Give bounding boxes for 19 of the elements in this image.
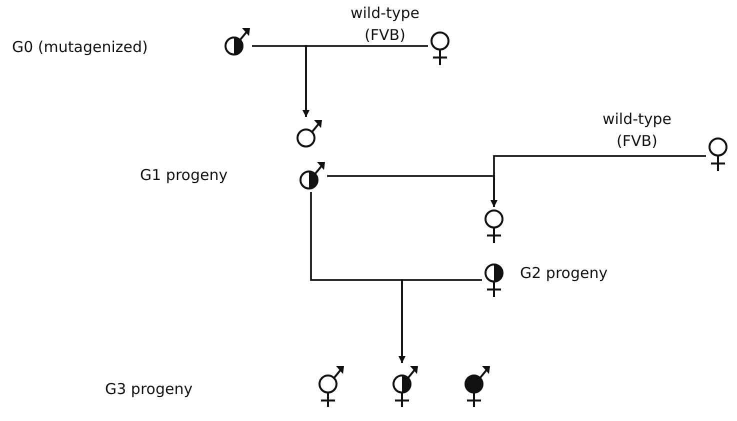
female-symbol bbox=[482, 262, 506, 298]
generation-label: G0 (mutagenized) bbox=[12, 37, 148, 58]
male-female-symbol bbox=[390, 364, 420, 408]
strain-label: wild-type (FVB) bbox=[349, 3, 421, 46]
male-symbol bbox=[297, 160, 327, 192]
female-symbol bbox=[482, 208, 506, 244]
generation-label: G3 progeny bbox=[105, 379, 193, 400]
strain-label: wild-type (FVB) bbox=[601, 109, 673, 152]
male-female-symbol bbox=[316, 364, 346, 408]
arrow bbox=[398, 279, 482, 363]
female-symbol bbox=[428, 30, 452, 66]
male-female-symbol bbox=[462, 364, 492, 408]
female-symbol bbox=[706, 136, 730, 172]
arrow bbox=[490, 155, 706, 207]
male-symbol bbox=[222, 26, 252, 58]
arrow bbox=[302, 45, 428, 117]
generation-label: G2 progeny bbox=[520, 263, 609, 284]
male-symbol bbox=[294, 118, 324, 150]
generation-label: G1 progeny bbox=[140, 165, 228, 186]
